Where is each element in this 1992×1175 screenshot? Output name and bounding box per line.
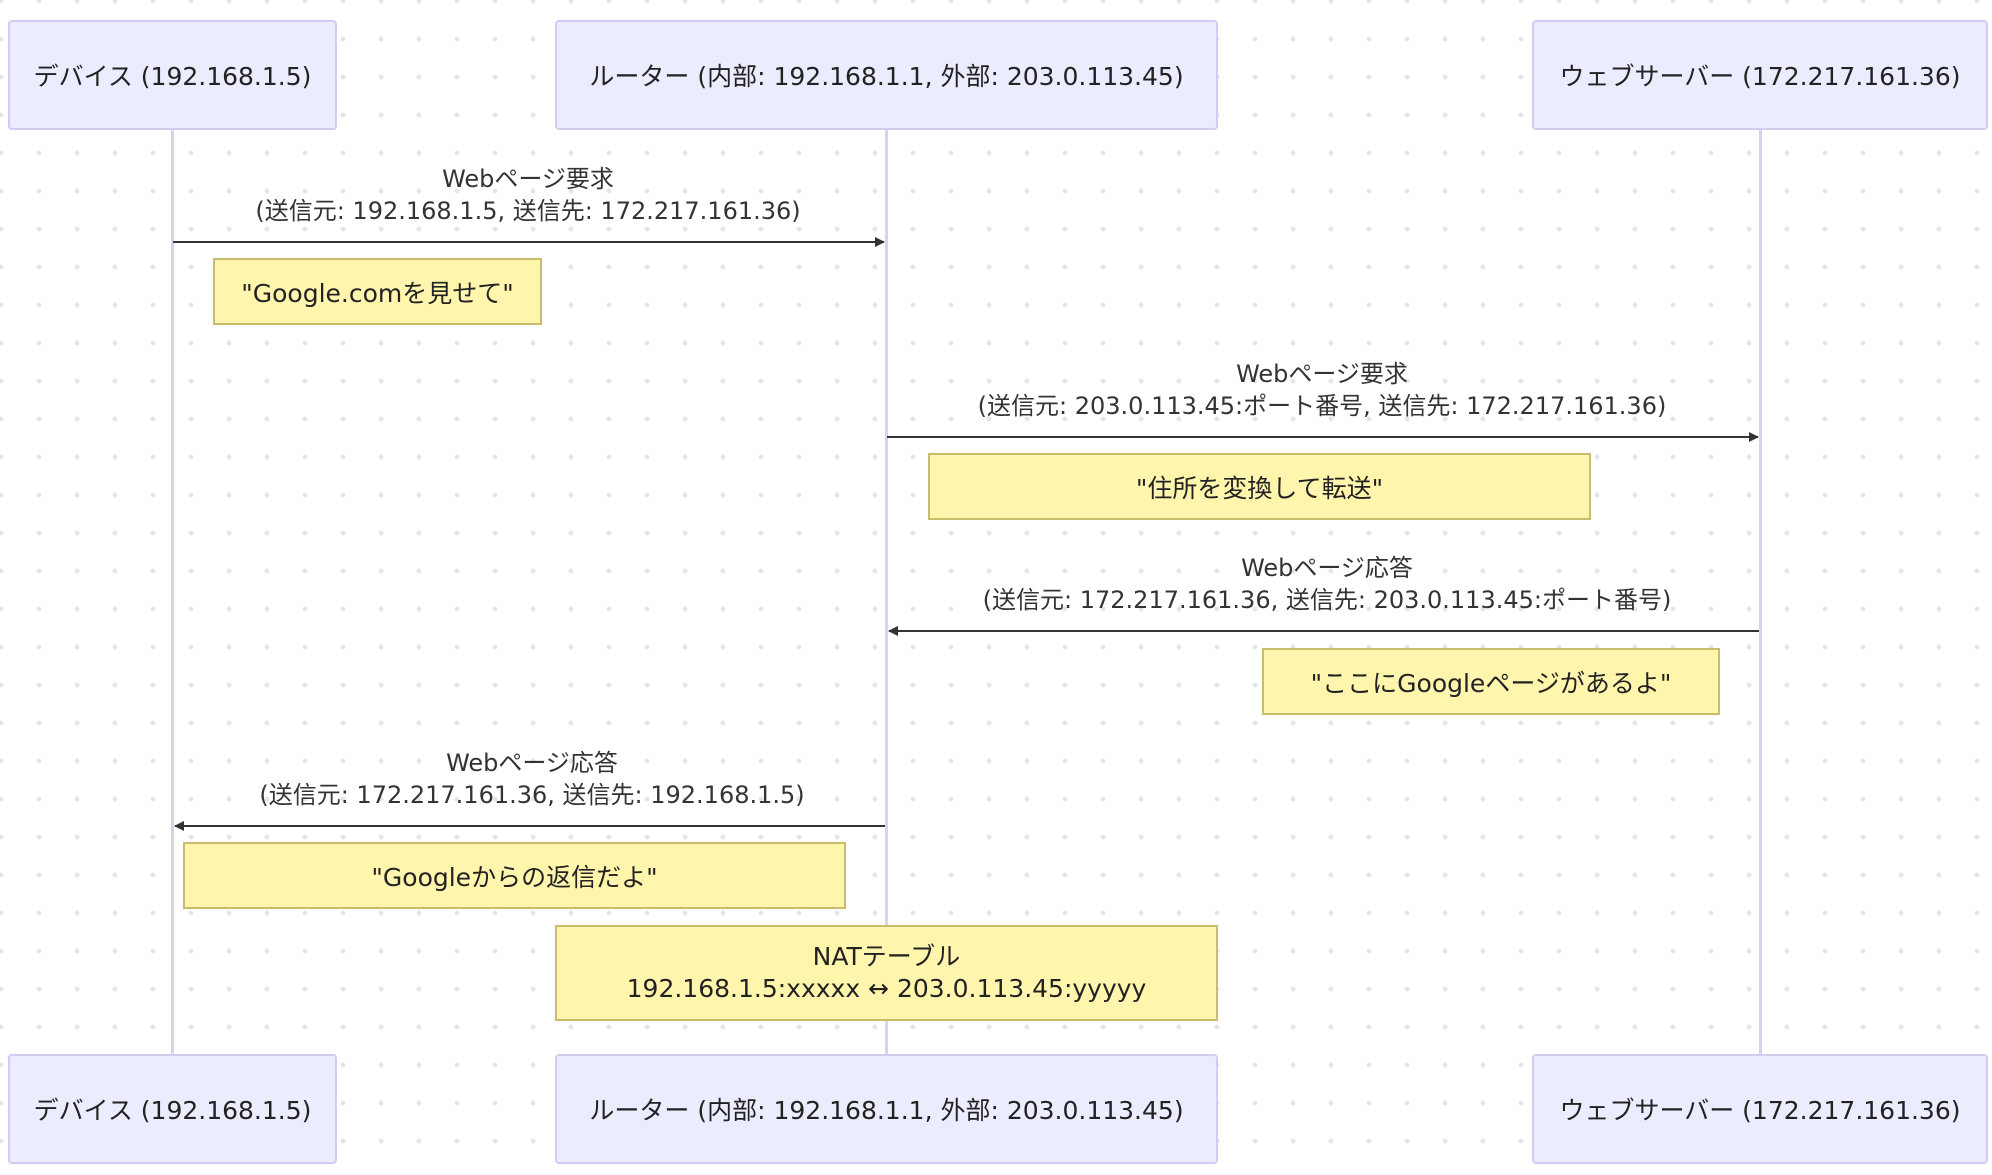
message-label-4: Webページ応答 (送信元: 172.217.161.36, 送信先: 192.… <box>259 747 804 811</box>
lifeline-server <box>1759 128 1762 1056</box>
message-title: Webページ要求 <box>1236 360 1408 388</box>
message-detail: (送信元: 172.217.161.36, 送信先: 203.0.113.45:… <box>982 586 1672 614</box>
actor-server-top: ウェブサーバー (172.217.161.36) <box>1532 20 1988 130</box>
note-reply-from-google: "Googleからの返信だよ" <box>183 842 846 909</box>
nat-table-title: NATテーブル <box>812 942 961 971</box>
message-label-1: Webページ要求 (送信元: 192.168.1.5, 送信先: 172.217… <box>255 163 800 227</box>
message-title: Webページ応答 <box>446 749 618 777</box>
message-detail: (送信元: 172.217.161.36, 送信先: 192.168.1.5) <box>259 781 805 809</box>
nat-table-note: NATテーブル 192.168.1.5:xxxxx ↔ 203.0.113.45… <box>555 925 1218 1021</box>
actor-device-top: デバイス (192.168.1.5) <box>8 20 337 130</box>
actor-device-bottom: デバイス (192.168.1.5) <box>8 1054 337 1164</box>
message-detail: (送信元: 192.168.1.5, 送信先: 172.217.161.36) <box>255 197 801 225</box>
actor-router-bottom: ルーター (内部: 192.168.1.1, 外部: 203.0.113.45) <box>555 1054 1218 1164</box>
nat-table-mapping: 192.168.1.5:xxxxx ↔ 203.0.113.45:yyyyy <box>626 974 1147 1003</box>
actor-server-bottom: ウェブサーバー (172.217.161.36) <box>1532 1054 1988 1164</box>
note-show-google: "Google.comを見せて" <box>213 258 542 325</box>
lifeline-device <box>171 128 174 1056</box>
actor-router-top: ルーター (内部: 192.168.1.1, 外部: 203.0.113.45) <box>555 20 1218 130</box>
message-label-2: Webページ要求 (送信元: 203.0.113.45:ポート番号, 送信先: … <box>978 358 1667 422</box>
lifeline-router <box>885 128 888 1056</box>
note-google-page-here: "ここにGoogleページがあるよ" <box>1262 648 1720 715</box>
message-title: Webページ応答 <box>1241 554 1413 582</box>
message-detail: (送信元: 203.0.113.45:ポート番号, 送信先: 172.217.1… <box>977 392 1667 420</box>
message-title: Webページ要求 <box>442 165 614 193</box>
message-label-3: Webページ応答 (送信元: 172.217.161.36, 送信先: 203.… <box>983 552 1672 616</box>
note-translate-forward: "住所を変換して転送" <box>928 453 1591 520</box>
